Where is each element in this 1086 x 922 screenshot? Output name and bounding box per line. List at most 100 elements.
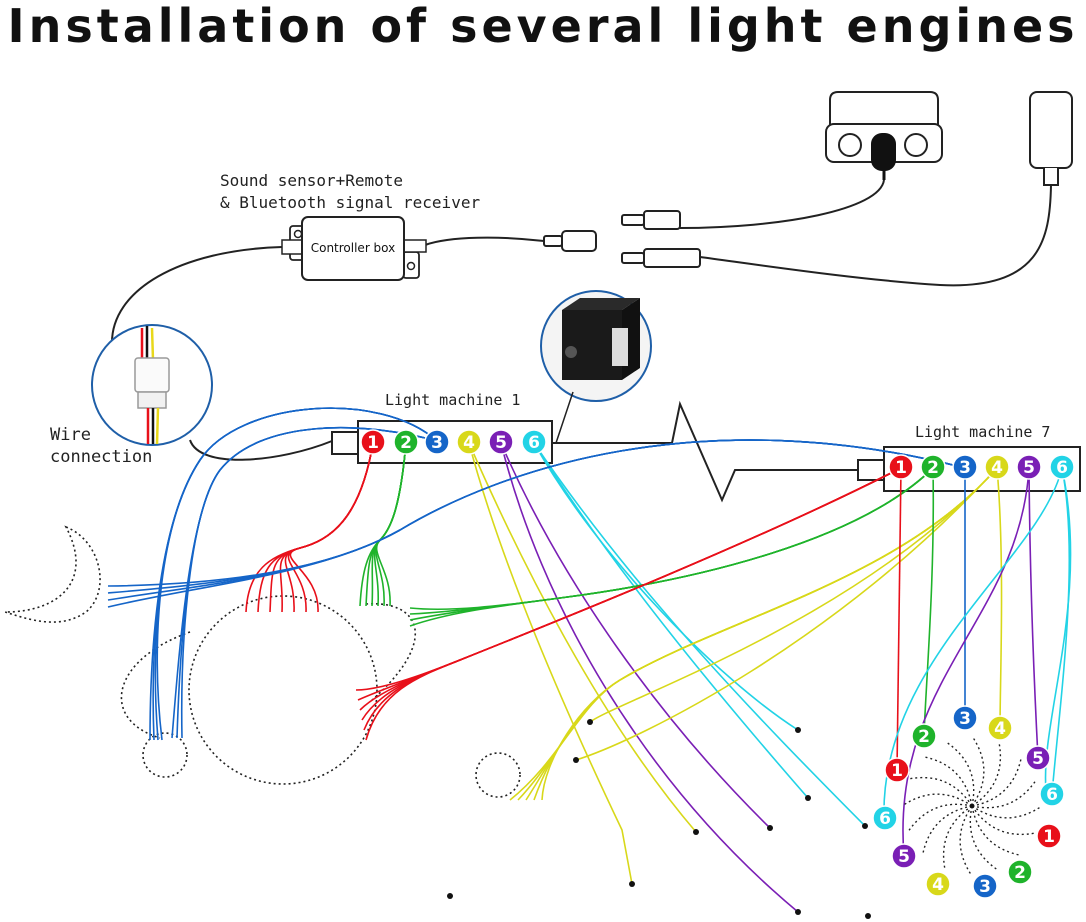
fiber-end-points	[447, 719, 871, 919]
star-port-3-badge-circle	[952, 705, 978, 731]
wire-label-line2: connection	[50, 447, 152, 467]
fiber-m1-port1	[284, 442, 374, 613]
machine-1-port-2-badge: 2	[393, 429, 419, 455]
machine-7-port-2-badge-number: 2	[927, 458, 939, 478]
star-port-3-badge-number: 3	[979, 877, 991, 897]
crescent-moon-outline	[4, 525, 101, 623]
small-star-outline	[475, 752, 521, 798]
fiber-end-dot	[862, 823, 868, 829]
fiber-end-dot	[767, 825, 773, 831]
wire-label-line1: Wire	[50, 425, 91, 445]
fiber-m1-port6	[533, 442, 799, 731]
fiber-m1-port5	[500, 442, 799, 913]
machine-1-port-6-badge-circle	[521, 429, 547, 455]
star-ray	[971, 756, 1023, 807]
star-port-2-badge-circle	[1007, 859, 1033, 885]
star-port-5-badge-number: 5	[1032, 749, 1044, 769]
star-port-4-badge: 4	[987, 715, 1013, 741]
fiber-m7-port1	[361, 467, 902, 721]
star-center	[969, 803, 975, 809]
power-adapter	[1029, 91, 1073, 186]
star-port-2-badge-number: 2	[918, 727, 930, 747]
fiber-m1-port5	[500, 442, 771, 829]
adapter-cable	[699, 184, 1052, 287]
machine-7-port-1-badge-circle	[888, 454, 914, 480]
machine-7-port-6-badge: 6	[1049, 454, 1075, 480]
fiber-bundles	[107, 407, 1072, 913]
star-port-4-badge-number: 4	[994, 719, 1006, 739]
star-port-5-badge-circle	[891, 843, 917, 869]
dc-plug-top	[621, 210, 681, 230]
fiber-m1-port1	[245, 442, 374, 613]
fiber-m1-port1	[279, 442, 374, 613]
machine-1-port-1-badge-number: 1	[367, 433, 379, 453]
machine-7-port-5-badge-circle	[1016, 454, 1042, 480]
fiber-m7-port6	[883, 467, 1063, 819]
machine-1-port-3-badge-number: 3	[431, 433, 443, 453]
planet-outline	[188, 595, 378, 785]
star-port-4-badge-number: 4	[932, 875, 944, 895]
fiber-end-dot	[865, 913, 871, 919]
machine-1-port-2-badge-number: 2	[400, 433, 412, 453]
fiber-m7-port4	[541, 467, 998, 801]
dc-jack	[543, 230, 597, 252]
star-port-6-badge-number: 6	[879, 809, 891, 829]
star-port-6-badge-circle	[1039, 781, 1065, 807]
dotted-scene	[4, 525, 521, 798]
machine-1-port-4-badge-number: 4	[463, 433, 475, 453]
machine-1-port-3-badge-circle	[424, 429, 450, 455]
star-port-1-badge-number: 1	[1043, 827, 1055, 847]
fiber-m1-port1	[257, 442, 374, 613]
lighter-cable	[679, 179, 885, 229]
star-port-6-badge-circle	[872, 805, 898, 831]
star-port-3-badge: 3	[972, 873, 998, 899]
machine-7-port-5-badge-number: 5	[1023, 458, 1035, 478]
car-lighter-socket	[825, 91, 943, 180]
star-port-6-badge: 6	[1039, 781, 1065, 807]
star-port-5-badge-circle	[1025, 745, 1051, 771]
fiber-m1-port4	[468, 442, 697, 833]
star-port-3-badge: 3	[952, 705, 978, 731]
fiber-m7-port1	[896, 467, 902, 771]
fiber-end-dot	[573, 757, 579, 763]
receiver-label-line1: Sound sensor+Remote	[220, 171, 403, 190]
fiber-end-dot	[805, 795, 811, 801]
machine-1-port-5-badge: 5	[488, 429, 514, 455]
controller-box	[281, 216, 427, 281]
fiber-m7-port6	[1051, 467, 1071, 795]
star-ray	[921, 805, 973, 856]
star-port-2-badge-circle	[911, 723, 937, 749]
fiber-m7-port2	[409, 467, 934, 627]
controller-box-label: Controller box	[311, 241, 396, 255]
fiber-m7-port2	[409, 467, 934, 615]
fiber-m1-port3	[180, 426, 438, 739]
fiber-m1-port1	[289, 442, 374, 613]
fiber-m1-port2	[375, 442, 407, 607]
planet-ring-right	[365, 603, 416, 701]
fiber-m7-port2	[409, 467, 934, 611]
fiber-m7-port3	[107, 439, 966, 608]
star-port-2-badge: 2	[1007, 859, 1033, 885]
wire-connector-magnifier	[91, 324, 213, 446]
fiber-m1-port4	[468, 442, 633, 885]
star-burst	[901, 735, 1043, 877]
controller-output-wire	[110, 246, 283, 346]
star-port-4-badge-circle	[987, 715, 1013, 741]
star-port-1-badge: 1	[1036, 823, 1062, 849]
machine-7-port-3-badge: 3	[952, 454, 978, 480]
star-port-4-badge-circle	[925, 871, 951, 897]
machine-7-port-2-badge: 2	[920, 454, 946, 480]
machine-1-port-3-badge: 3	[424, 429, 450, 455]
machine-7-port-2-badge-circle	[920, 454, 946, 480]
machine-7-port-4-badge-circle	[984, 454, 1010, 480]
fiber-m7-port4	[575, 467, 998, 761]
machine-1-port-1-badge: 1	[360, 429, 386, 455]
machine-7-port-1-badge-number: 1	[895, 458, 907, 478]
controller-power-cable	[424, 236, 545, 246]
fiber-m7-port5	[1028, 467, 1039, 759]
fiber-m7-port2	[923, 467, 935, 737]
machine-1-port-5-badge-number: 5	[495, 433, 507, 453]
machine-7-port-4-badge-number: 4	[991, 458, 1003, 478]
star-port-1-badge-number: 1	[891, 761, 903, 781]
